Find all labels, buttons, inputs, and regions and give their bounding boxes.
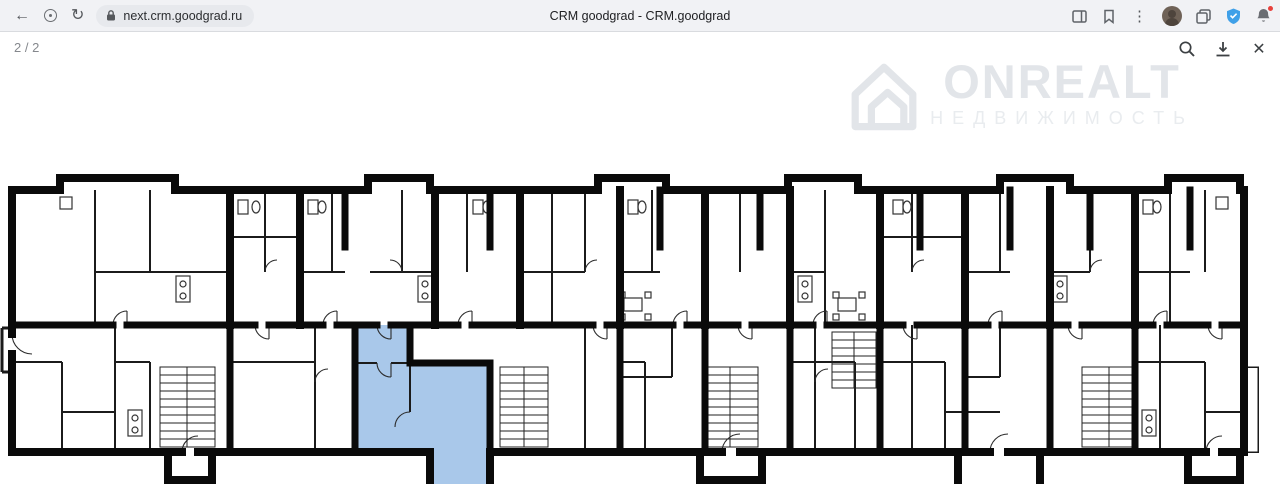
tabs-icon[interactable] [1195,8,1212,25]
stairs [159,331,1137,448]
reload-button[interactable]: ↻ [71,6,85,24]
document-viewer: 2 / 2 ONREALT НЕДВИЖИМОСТЬ ✕ [0,32,1280,484]
protect-shield-icon[interactable] [1225,7,1242,25]
menu-button[interactable]: ⋮ [1132,8,1147,25]
notifications-icon[interactable] [1255,5,1274,25]
close-button[interactable]: ✕ [1252,41,1266,58]
lock-icon [107,10,116,21]
floor-plan-image [0,174,1259,484]
bookmarks-icon[interactable] [1101,8,1117,25]
building-walls [8,174,1248,484]
highlighted-unit[interactable] [358,325,490,484]
address-bar[interactable]: next.crm.goodgrad.ru [96,4,255,27]
floor-plan [0,32,1280,484]
thin-walls [0,190,1259,453]
circle-badge-icon[interactable] [44,9,57,22]
sidebar-icon[interactable] [1071,8,1088,25]
page-indicator: 2 / 2 [14,40,40,55]
url-text: next.crm.goodgrad.ru [123,8,243,23]
back-button[interactable]: ← [14,6,30,24]
nav-button-group: ← ↻ [0,6,85,24]
download-button[interactable] [1210,36,1236,62]
notification-badge [1267,5,1274,12]
viewer-controls: ✕ [1174,36,1272,62]
browser-toolbar: ← ↻ next.crm.goodgrad.ru CRM goodgrad - … [0,0,1280,32]
toolbar-right-icons: ⋮ [1071,0,1274,32]
zoom-button[interactable] [1174,36,1200,62]
profile-avatar[interactable] [1162,6,1182,26]
